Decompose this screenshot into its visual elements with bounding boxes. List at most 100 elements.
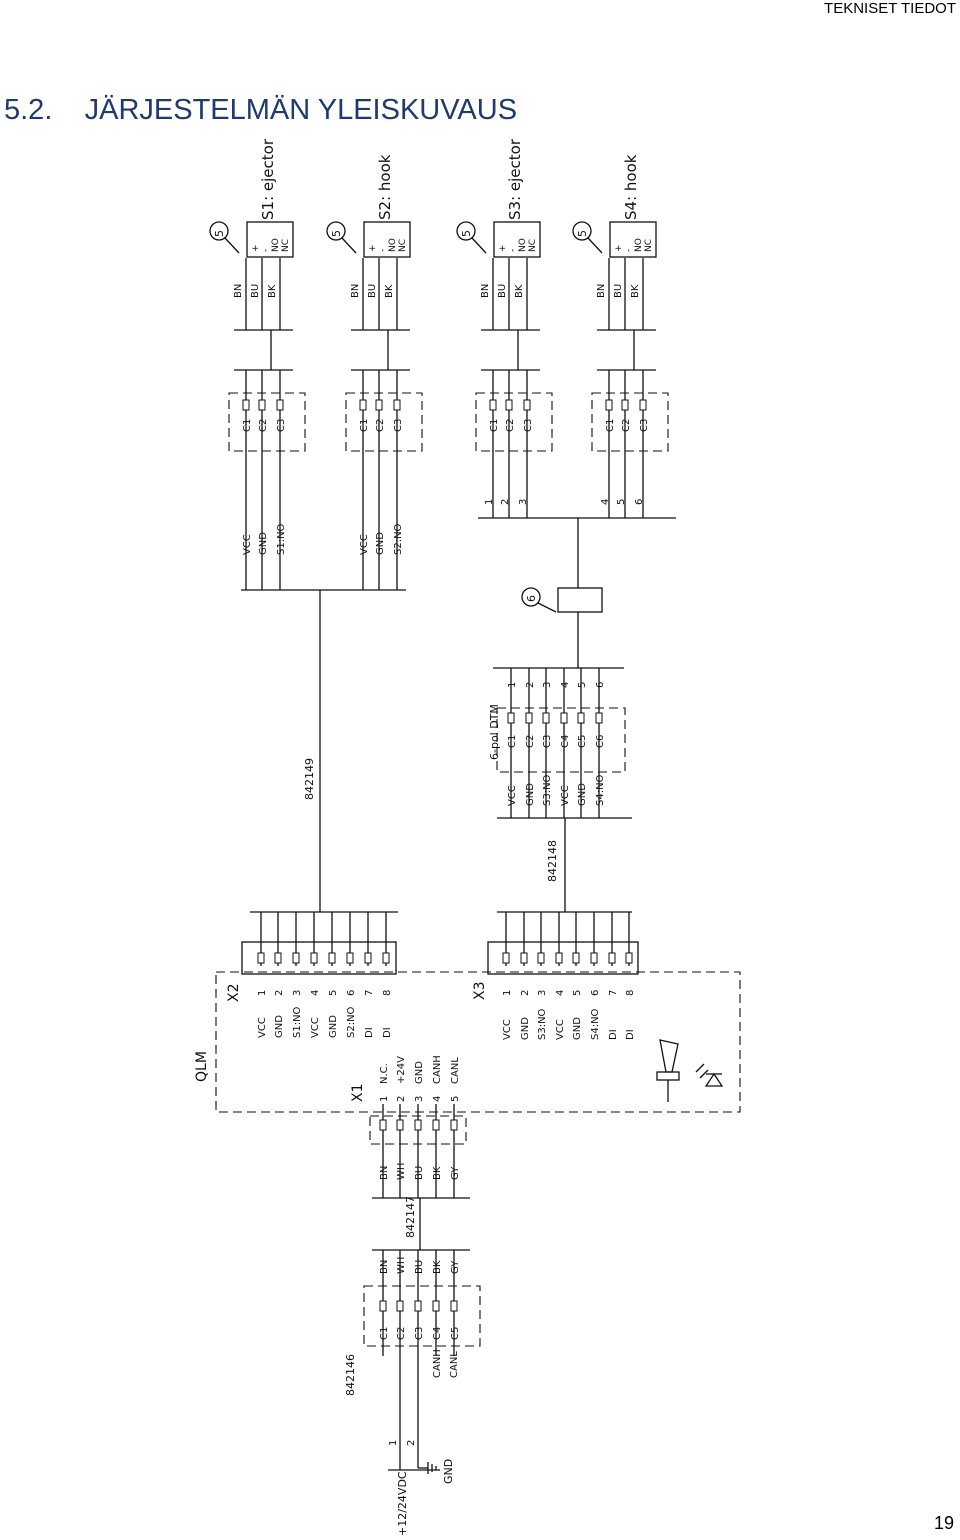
sensor-4-lead-number-2: 6 (634, 499, 645, 505)
x1-number-0: 1 (379, 1096, 390, 1102)
dtm-pin-label-2: C3 (542, 735, 553, 748)
x1-wire-label-1: WH (396, 1163, 407, 1180)
sensor-3-pin-0 (489, 399, 497, 411)
x3-signal-0: VCC (502, 1019, 513, 1040)
dtm-number-0: 1 (507, 682, 518, 688)
sensor-3-contact-box (493, 221, 541, 258)
x2-number-4: 5 (328, 990, 339, 996)
dtm-signal-0: VCC (507, 785, 518, 806)
sensor-3-callout (456, 221, 476, 241)
sensor-4-contact-1: - (624, 249, 634, 252)
sensor-1-contact-box (246, 221, 294, 258)
sensor-1-contact-2: NO (271, 238, 281, 252)
sensor-3-connector-housing (475, 392, 553, 452)
sensor-3-contact-2: NO (518, 238, 528, 252)
sensor-2-wire-label-2: BK (384, 284, 395, 298)
sensor-2-pin-1 (375, 399, 383, 411)
supply-pin-3 (432, 1300, 440, 1312)
led-icon (704, 1072, 724, 1087)
x2-number-3: 4 (310, 990, 321, 996)
x3-signal-1: GND (520, 1017, 531, 1040)
supply-pin-2 (414, 1300, 422, 1312)
sensor-4-pin-label-0: C1 (605, 419, 616, 432)
dtm-pin-label-1: C2 (525, 735, 536, 748)
sensor-3-callout-leader (471, 237, 487, 254)
sensor-2-contact-2: NO (388, 238, 398, 252)
sensor-2-pin-label-2: C3 (393, 419, 404, 432)
sensor-4-wire-label-0: BN (596, 284, 607, 298)
sensor-4-pin-0 (605, 399, 613, 411)
cable-842147-label: 842147 (404, 1196, 417, 1238)
led-ray-icon (699, 1069, 709, 1079)
x3-label: X3 (472, 982, 488, 1001)
x2-connector-housing (241, 941, 397, 975)
lamp-icon (659, 1039, 679, 1073)
x3-signal-7: DI (625, 1029, 636, 1040)
sensor-2-contact-1: - (378, 249, 388, 252)
sensor-4-pin-1 (621, 399, 629, 411)
sensor-2-wire-label-0: BN (350, 284, 361, 298)
dtm-number-3: 4 (560, 682, 571, 688)
dtm-pin-4 (577, 712, 585, 724)
qlm-module-outline (215, 971, 741, 1113)
section-header: TEKNISET TIEDOT (824, 0, 956, 17)
sensor-1-pin-label-1: C2 (258, 419, 269, 432)
sensor-4-contact-2: NO (634, 238, 644, 252)
sensor-2-pin-0 (359, 399, 367, 411)
x3-number-0: 1 (502, 990, 513, 996)
x2-signal-0: VCC (257, 1017, 268, 1038)
x1-label: X1 (350, 1084, 366, 1103)
sensor-1-callout-leader (224, 237, 240, 254)
x3-signal-6: DI (608, 1029, 619, 1040)
sensor-4-wire-label-1: BU (613, 284, 624, 298)
sensor-2-callout-number: 5 (330, 230, 343, 237)
sensor-2-wire-label-1: BU (367, 284, 378, 298)
sensor-4-contact-box (609, 221, 657, 258)
sensor-1-pin-2 (276, 399, 284, 411)
supply-wire-label-1: WH (396, 1257, 407, 1274)
x2-pin-1 (274, 952, 282, 964)
sensor-2-callout (326, 221, 346, 241)
supply-wire-label-3: BK (432, 1260, 443, 1274)
splitter-callout-number: 6 (525, 595, 538, 602)
supply-number-2: 2 (406, 1440, 417, 1446)
x2-pin-6 (364, 952, 372, 964)
dtm-pin-5 (595, 712, 603, 724)
sensor-1-callout-number: 5 (213, 230, 226, 237)
x3-number-1: 2 (520, 990, 531, 996)
cable-842148-label: 842148 (546, 840, 559, 882)
sensor-1-callout (209, 221, 229, 241)
dtm-pin-label-4: C5 (577, 735, 588, 748)
x2-number-1: 2 (274, 990, 285, 996)
dtm-pin-3 (560, 712, 568, 724)
x3-number-5: 6 (590, 990, 601, 996)
x3-pin-7 (625, 952, 633, 964)
sensor-1-pin-label-2: C3 (276, 419, 287, 432)
sensor-3-lead-number-2: 3 (518, 499, 529, 505)
x2-signal-1: GND (274, 1015, 285, 1038)
sensor-1-signal-2: S1:NO (276, 523, 287, 555)
sensor-3-lead-number-1: 2 (500, 499, 511, 505)
x3-number-3: 4 (555, 990, 566, 996)
sensor-4-connector-housing (591, 392, 669, 452)
x2-number-2: 3 (292, 990, 303, 996)
sensor-3-wire-label-1: BU (497, 284, 508, 298)
dtm-signal-3: VCC (560, 785, 571, 806)
sensor-1-pin-1 (258, 399, 266, 411)
splitter-callout-leader (537, 602, 557, 613)
sensor-1-name: S1: ejector (259, 138, 277, 220)
x3-pin-3 (555, 952, 563, 964)
x3-number-7: 8 (625, 990, 636, 996)
sensor-3-wire-label-0: BN (480, 284, 491, 298)
x3-pin-6 (608, 952, 616, 964)
dtm-number-5: 6 (595, 682, 606, 688)
supply-wire-label-0: BN (379, 1260, 390, 1274)
sensor-4-lead-number-0: 4 (600, 499, 611, 505)
x3-connector-housing (487, 941, 639, 975)
dtm-label: 6-pol DTM (488, 704, 501, 760)
x2-number-7: 8 (382, 990, 393, 996)
x3-pin-1 (520, 952, 528, 964)
x2-number-0: 1 (257, 990, 268, 996)
supply-pin-1 (396, 1300, 404, 1312)
